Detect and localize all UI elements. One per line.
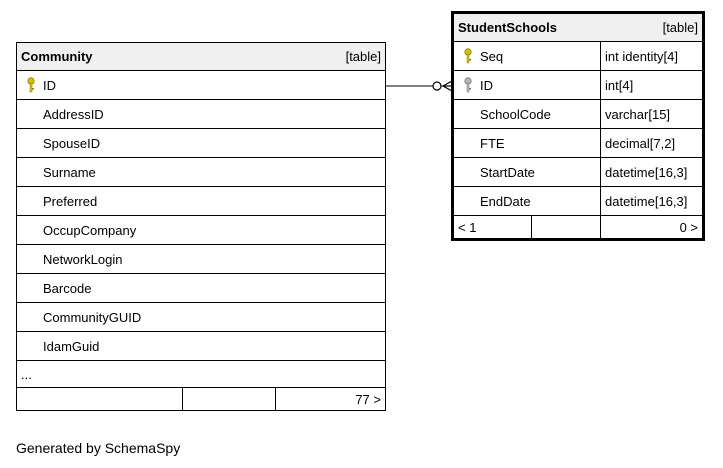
column-row[interactable]: Preferred	[16, 186, 386, 216]
column-type: datetime[16,3]	[600, 186, 704, 216]
column-row[interactable]: CommunityGUID	[16, 302, 386, 332]
table-name[interactable]: Community	[21, 49, 93, 64]
column-row[interactable]: StartDate datetime[16,3]	[452, 157, 704, 187]
column-row[interactable]: Surname	[16, 157, 386, 187]
column-name: Seq	[480, 48, 504, 64]
column-row[interactable]: EndDate datetime[16,3]	[452, 186, 704, 216]
column-name: SpouseID	[43, 135, 101, 151]
filler-cell	[530, 215, 602, 240]
column-name: Surname	[43, 164, 96, 180]
filler-cell	[182, 387, 276, 411]
column-type: datetime[16,3]	[600, 157, 704, 187]
children-count[interactable]: 77 >	[275, 387, 386, 411]
column-name: IdamGuid	[43, 338, 100, 354]
column-type: int[4]	[600, 70, 704, 100]
column-name: SchoolCode	[480, 106, 551, 122]
community-table[interactable]: Community [table] ID AddressID SpouseID …	[16, 42, 386, 411]
table-footer: 77 >	[16, 387, 386, 411]
children-count[interactable]: 0 >	[600, 215, 704, 240]
column-row[interactable]: OccupCompany	[16, 215, 386, 245]
column-row[interactable]: FTE decimal[7,2]	[452, 128, 704, 158]
table-name[interactable]: StudentSchools	[458, 20, 557, 35]
foreign-key-icon	[464, 77, 472, 93]
table-header[interactable]: StudentSchools [table]	[452, 12, 704, 42]
column-name: OccupCompany	[43, 222, 137, 238]
column-name: ID	[43, 77, 56, 93]
column-name: FTE	[480, 135, 505, 151]
column-row[interactable]: SchoolCode varchar[15]	[452, 99, 704, 129]
parents-count[interactable]: < 1	[452, 215, 532, 240]
table-footer: < 1 0 >	[452, 215, 704, 240]
column-name: EndDate	[480, 193, 531, 209]
column-type: decimal[7,2]	[600, 128, 704, 158]
column-name: Preferred	[43, 193, 98, 209]
generated-by-text: Generated by SchemaSpy	[16, 440, 181, 456]
primary-key-icon	[464, 48, 472, 64]
parents-cell	[16, 387, 183, 411]
more-columns-row: ...	[16, 360, 386, 388]
column-name: Barcode	[43, 280, 92, 296]
column-row[interactable]: IdamGuid	[16, 331, 386, 361]
column-row[interactable]: Barcode	[16, 273, 386, 303]
column-name: StartDate	[480, 164, 535, 180]
column-row[interactable]: ID int[4]	[452, 70, 704, 100]
column-name: CommunityGUID	[43, 309, 142, 325]
table-header[interactable]: Community [table]	[16, 42, 386, 71]
primary-key-icon	[27, 77, 35, 93]
column-row[interactable]: Seq int identity[4]	[452, 41, 704, 71]
column-type: varchar[15]	[600, 99, 704, 129]
ellipsis-text: ...	[21, 366, 32, 382]
student-schools-table[interactable]: StudentSchools [table] Seq int identity[…	[451, 11, 705, 241]
column-row[interactable]: ID	[16, 70, 386, 100]
column-name: AddressID	[43, 106, 104, 122]
column-type: int identity[4]	[600, 41, 704, 71]
column-row[interactable]: AddressID	[16, 99, 386, 129]
column-name: ID	[480, 77, 493, 93]
column-name: NetworkLogin	[43, 251, 123, 267]
table-kind: [table]	[345, 49, 381, 64]
column-row[interactable]: SpouseID	[16, 128, 386, 158]
column-row[interactable]: NetworkLogin	[16, 244, 386, 274]
table-kind: [table]	[662, 20, 698, 35]
